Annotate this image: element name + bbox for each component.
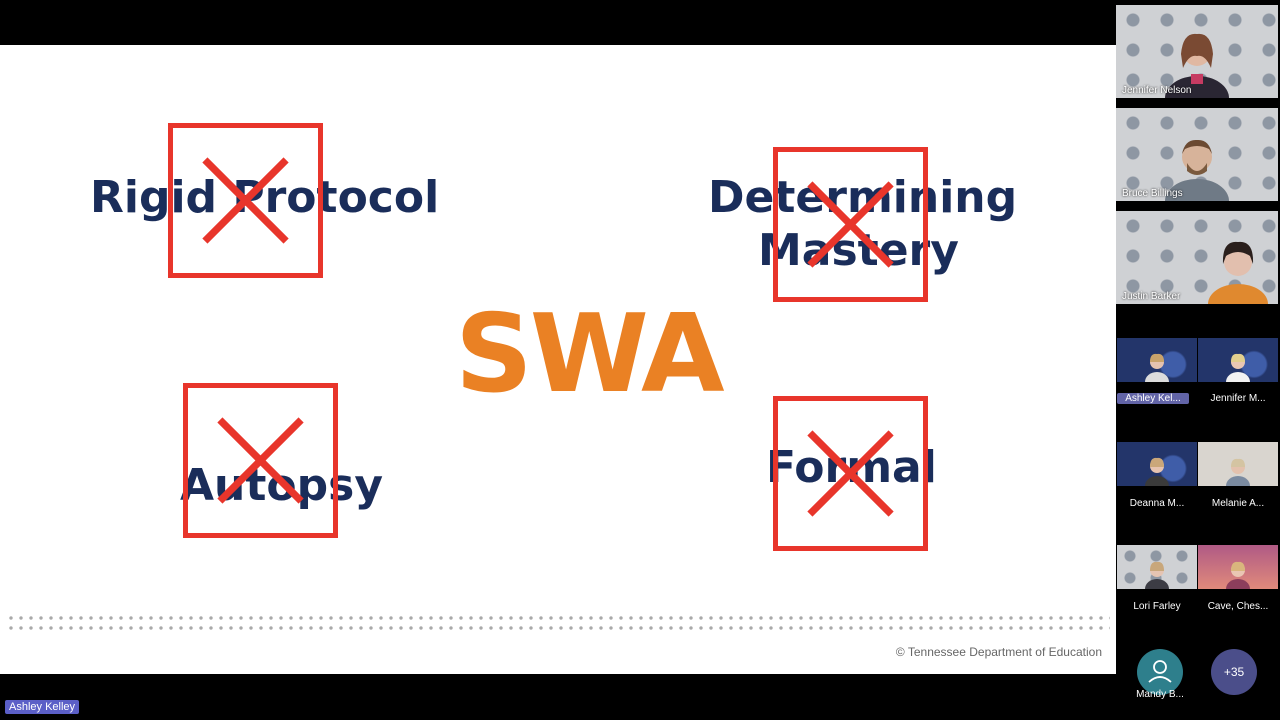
cross-icon [807,430,894,517]
cross-icon [202,157,289,244]
person-icon [1148,660,1172,683]
participant-name: Deanna M... [1129,498,1185,509]
dotted-divider [6,613,1110,633]
red-x-box [773,396,928,551]
red-x-box [773,147,928,302]
person-video-icon [1207,241,1268,304]
participant-name: Jennifer Nelson [1122,85,1192,96]
participant-name: Melanie A... [1211,498,1265,509]
participant-thumbnail[interactable] [1198,545,1278,589]
red-x-box [168,123,323,278]
person-video-icon [1145,561,1169,589]
participant-thumbnail[interactable] [1117,338,1197,382]
copyright-text: © Tennessee Department of Education [895,645,1102,659]
participant-tile[interactable]: Jennifer Nelson [1116,5,1278,98]
red-x-box [183,383,338,538]
participant-tile[interactable]: Bruce Billings [1116,108,1278,201]
participant-name: Jennifer M... [1210,393,1266,404]
participant-name: Bruce Billings [1122,188,1183,199]
cross-icon [217,417,304,504]
person-video-icon [1145,457,1169,486]
participant-name: Mandy B... [1136,689,1184,700]
person-video-icon [1165,139,1229,201]
more-participants-button[interactable]: +35 [1211,649,1257,695]
participant-thumbnail[interactable] [1198,442,1278,486]
person-video-icon [1226,458,1250,486]
participant-name: Cave, Ches... [1207,601,1269,612]
person-video-icon [1145,353,1169,382]
person-video-icon [1165,33,1229,98]
person-video-icon [1226,561,1250,589]
participant-thumbnail[interactable] [1117,545,1197,589]
participant-name: Justin Barker [1122,291,1181,302]
participant-name-active: Ashley Kel... [1117,393,1189,404]
cross-icon [807,181,894,268]
participant-tile[interactable]: Justin Barker [1116,211,1278,304]
presenter-name-tag: Ashley Kelley [5,700,80,714]
person-video-icon [1226,353,1250,382]
participant-name: Lori Farley [1133,601,1181,612]
participant-avatar[interactable] [1137,649,1183,695]
shared-slide: Rigid Protocol Determining Mastery SWA A… [0,45,1116,674]
participant-thumbnail[interactable] [1117,442,1197,486]
center-title: SWA [455,292,725,417]
participant-thumbnail[interactable] [1198,338,1278,382]
